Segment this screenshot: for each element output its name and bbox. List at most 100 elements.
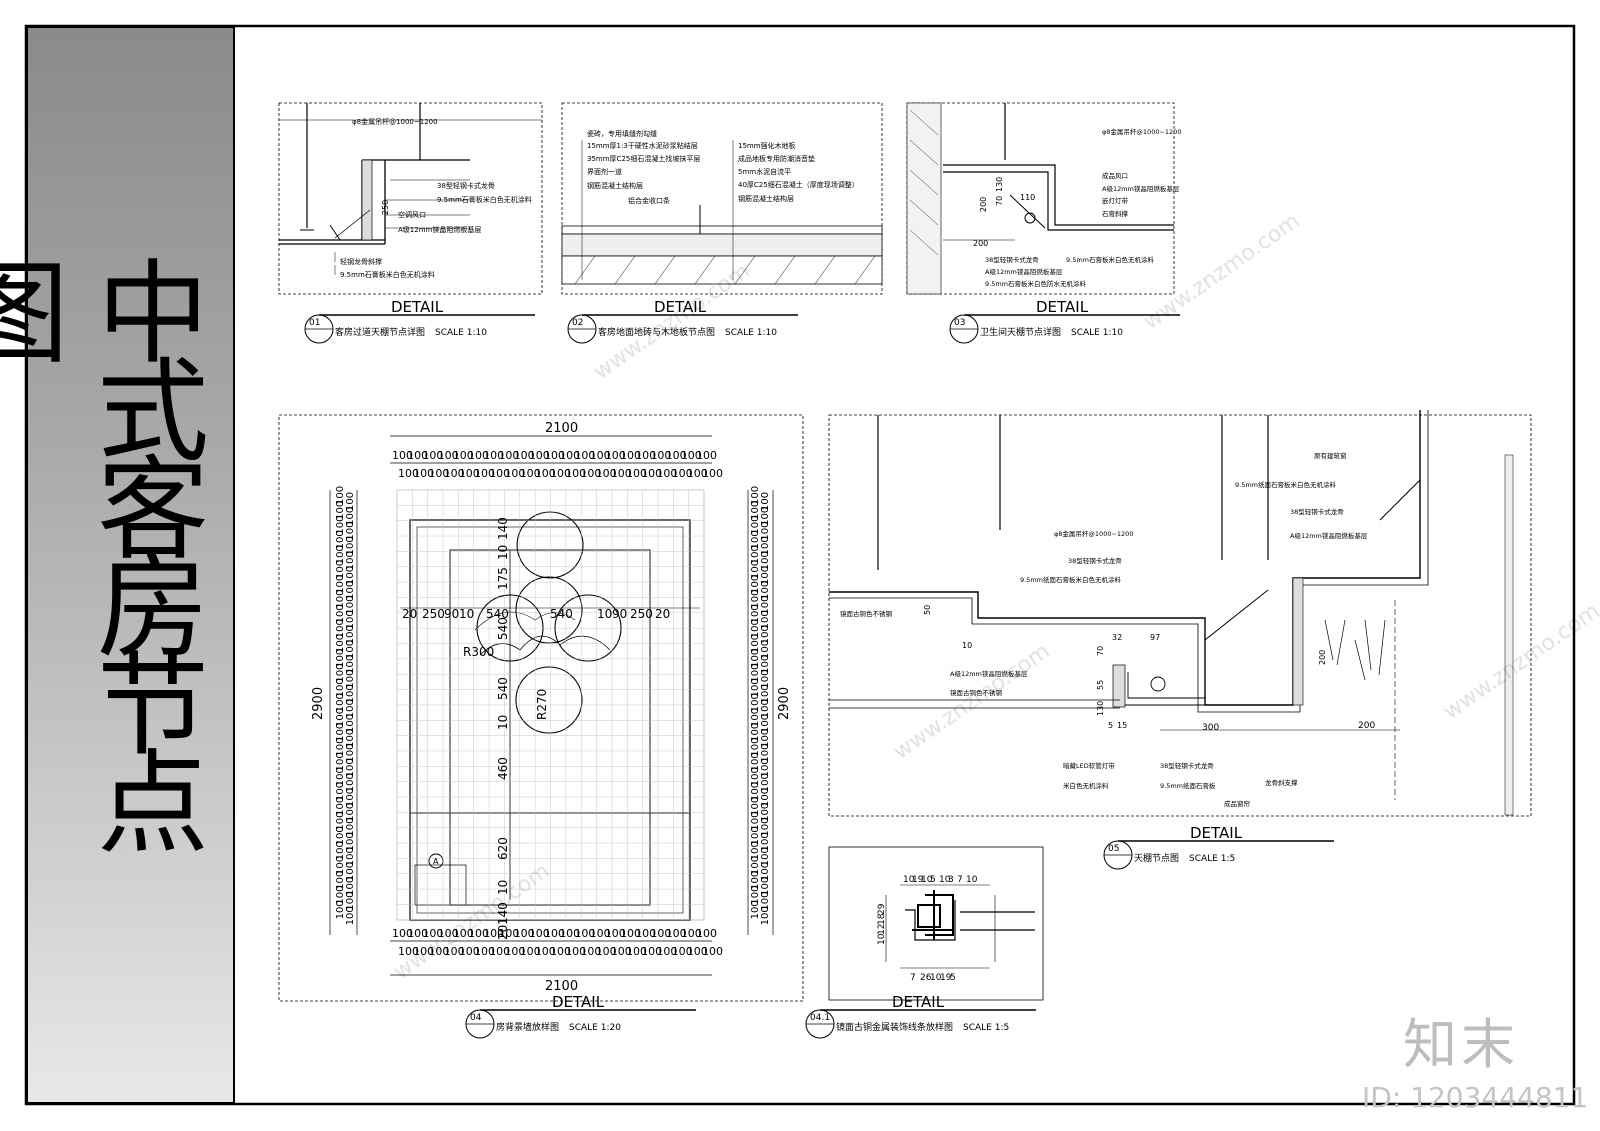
- d05-dim-70: 70: [1096, 646, 1105, 656]
- d04-module-top: 100: [453, 449, 474, 462]
- d05-dim-300: 300: [1202, 723, 1219, 733]
- d04-module-top: 100: [681, 449, 702, 462]
- d04-module-left: 100: [335, 486, 346, 505]
- d04-module-right: 100: [750, 886, 761, 905]
- d04-module-top2: 100: [520, 467, 541, 480]
- d04-module-left: 100: [335, 664, 346, 683]
- d04-module-bottom: 100: [483, 927, 504, 940]
- detail-number: 04: [470, 1013, 482, 1023]
- d04-module-bottom2: 100: [520, 945, 541, 958]
- svg-text:www.znzmo.com: www.znzmo.com: [889, 639, 1054, 765]
- detail-041-drawing: [828, 846, 1044, 1001]
- detail-number: 04.1: [810, 1013, 830, 1023]
- detail-scale: SCALE 1:5: [963, 1023, 1009, 1033]
- detail-scale: SCALE 1:10: [435, 328, 487, 338]
- d04-module-top: 100: [590, 449, 611, 462]
- d04-module-bottom2: 100: [444, 945, 465, 958]
- detail-number: 03: [954, 318, 965, 328]
- d04-module-right2: 100: [760, 832, 771, 851]
- d04-module-left: 100: [335, 767, 346, 786]
- d04-module-right: 100: [750, 723, 761, 742]
- d05-note-brace: 龙骨斜支撑: [1265, 778, 1298, 787]
- d04-module-right: 100: [750, 708, 761, 727]
- d041-dim-bottom: 26: [920, 973, 932, 983]
- d05-note-keel-c: 38型轻钢卡式龙骨: [1160, 761, 1214, 770]
- d01-note-base: A级12mm镁晶阻燃板基层: [398, 225, 481, 234]
- d05-dim-50: 50: [923, 605, 932, 615]
- d04-module-bottom2: 100: [656, 945, 677, 958]
- d02-note-r4: 40厚C25细石混凝土（厚度现场调整）: [738, 180, 859, 189]
- d04-col-dim: 20: [496, 925, 510, 940]
- d04-row-dim: 10: [597, 607, 612, 621]
- d041-dim-bottom: 7: [910, 973, 916, 983]
- d04-module-right: 100: [750, 486, 761, 505]
- d04-module-right: 100: [750, 841, 761, 860]
- d05-note-board-b: 9.5mm纸面石膏板米白色无机涂料: [1020, 575, 1122, 584]
- detail-word: DETAIL: [892, 993, 945, 1011]
- detail-01-drawing: [278, 102, 543, 295]
- d041-dim-top: 19: [912, 875, 924, 885]
- d04-module-right: 100: [750, 738, 761, 757]
- d04-module-top: 100: [514, 449, 535, 462]
- d04-module-right: 100: [750, 752, 761, 771]
- detail-scale: SCALE 1:10: [1071, 328, 1123, 338]
- d04-module-left2: 100: [345, 684, 356, 703]
- d04-module-right2: 100: [760, 655, 771, 674]
- d04-module-left: 100: [335, 604, 346, 623]
- d04-module-right: 100: [750, 604, 761, 623]
- svg-text:www.znzmo.com: www.znzmo.com: [1139, 209, 1304, 335]
- detail-number: 02: [572, 318, 583, 328]
- d04-module-left2: 100: [345, 862, 356, 881]
- d04-module-left2: 100: [345, 670, 356, 689]
- d04-module-right2: 100: [760, 862, 771, 881]
- detail-word: DETAIL: [1036, 298, 1089, 316]
- d04-module-right2: 100: [760, 551, 771, 570]
- detail-scale: SCALE 1:20: [569, 1023, 621, 1033]
- d04-module-top2: 100: [398, 467, 419, 480]
- d04-module-bottom: 100: [453, 927, 474, 940]
- d02-note-r2: 成品地板专用防潮消音垫: [738, 154, 815, 163]
- d04-row-dim: 250: [422, 607, 445, 621]
- d04-module-bottom: 100: [468, 927, 489, 940]
- brand-logo: 知末: [1403, 1013, 1519, 1076]
- d04-module-right2: 100: [760, 788, 771, 807]
- d04-module-right: 100: [750, 767, 761, 786]
- d04-module-right: 100: [750, 900, 761, 919]
- d04-dim-height-left: 2900: [311, 687, 326, 720]
- d04-module-bottom2: 100: [459, 945, 480, 958]
- d02-note-l6: 铝合金收口条: [628, 196, 670, 205]
- d04-module-bottom: 100: [529, 927, 550, 940]
- d04-module-bottom2: 100: [611, 945, 632, 958]
- d04-module-right2: 100: [760, 729, 771, 748]
- svg-text:www.znzmo.com: www.znzmo.com: [389, 859, 554, 985]
- d04-module-bottom: 100: [605, 927, 626, 940]
- d03-note-light: 嵌灯灯带: [1102, 196, 1129, 205]
- d01-dim-250: 250: [381, 200, 390, 215]
- detail-word: DETAIL: [552, 993, 605, 1011]
- d04-module-right: 100: [750, 797, 761, 816]
- d04-module-left2: 100: [345, 803, 356, 822]
- d04-radius-inner: R270: [535, 689, 549, 720]
- d04-module-left: 100: [335, 678, 346, 697]
- d04-dim-width-top: 2100: [545, 421, 578, 436]
- d04-module-bottom2: 100: [687, 945, 708, 958]
- d04-module-bottom2: 100: [535, 945, 556, 958]
- watermark-text: www.znzmo.com www.znzmo.com www.znzmo.co…: [389, 209, 1600, 985]
- d01-note-keel: 38型轻钢卡式龙骨: [437, 181, 495, 190]
- d04-module-left: 100: [335, 501, 346, 520]
- d04-module-right: 100: [750, 560, 761, 579]
- d04-module-right2: 100: [760, 714, 771, 733]
- d04-module-top2: 100: [459, 467, 480, 480]
- d04-module-top: 100: [574, 449, 595, 462]
- d04-module-right: 100: [750, 782, 761, 801]
- d04-module-bottom2: 100: [550, 945, 571, 958]
- d041-dim-top: 10: [921, 875, 933, 885]
- d01-note-board: 9.5mm石膏板米白色无机涂料: [437, 195, 532, 204]
- detail-number: 01: [309, 318, 320, 328]
- d041-dim-top: 10: [939, 875, 951, 885]
- title-sidebar: 中式客房节点图: [0, 26, 235, 1104]
- d04-module-top: 100: [422, 449, 443, 462]
- d04-row-dim: 20: [402, 607, 417, 621]
- d04-module-right2: 100: [760, 536, 771, 555]
